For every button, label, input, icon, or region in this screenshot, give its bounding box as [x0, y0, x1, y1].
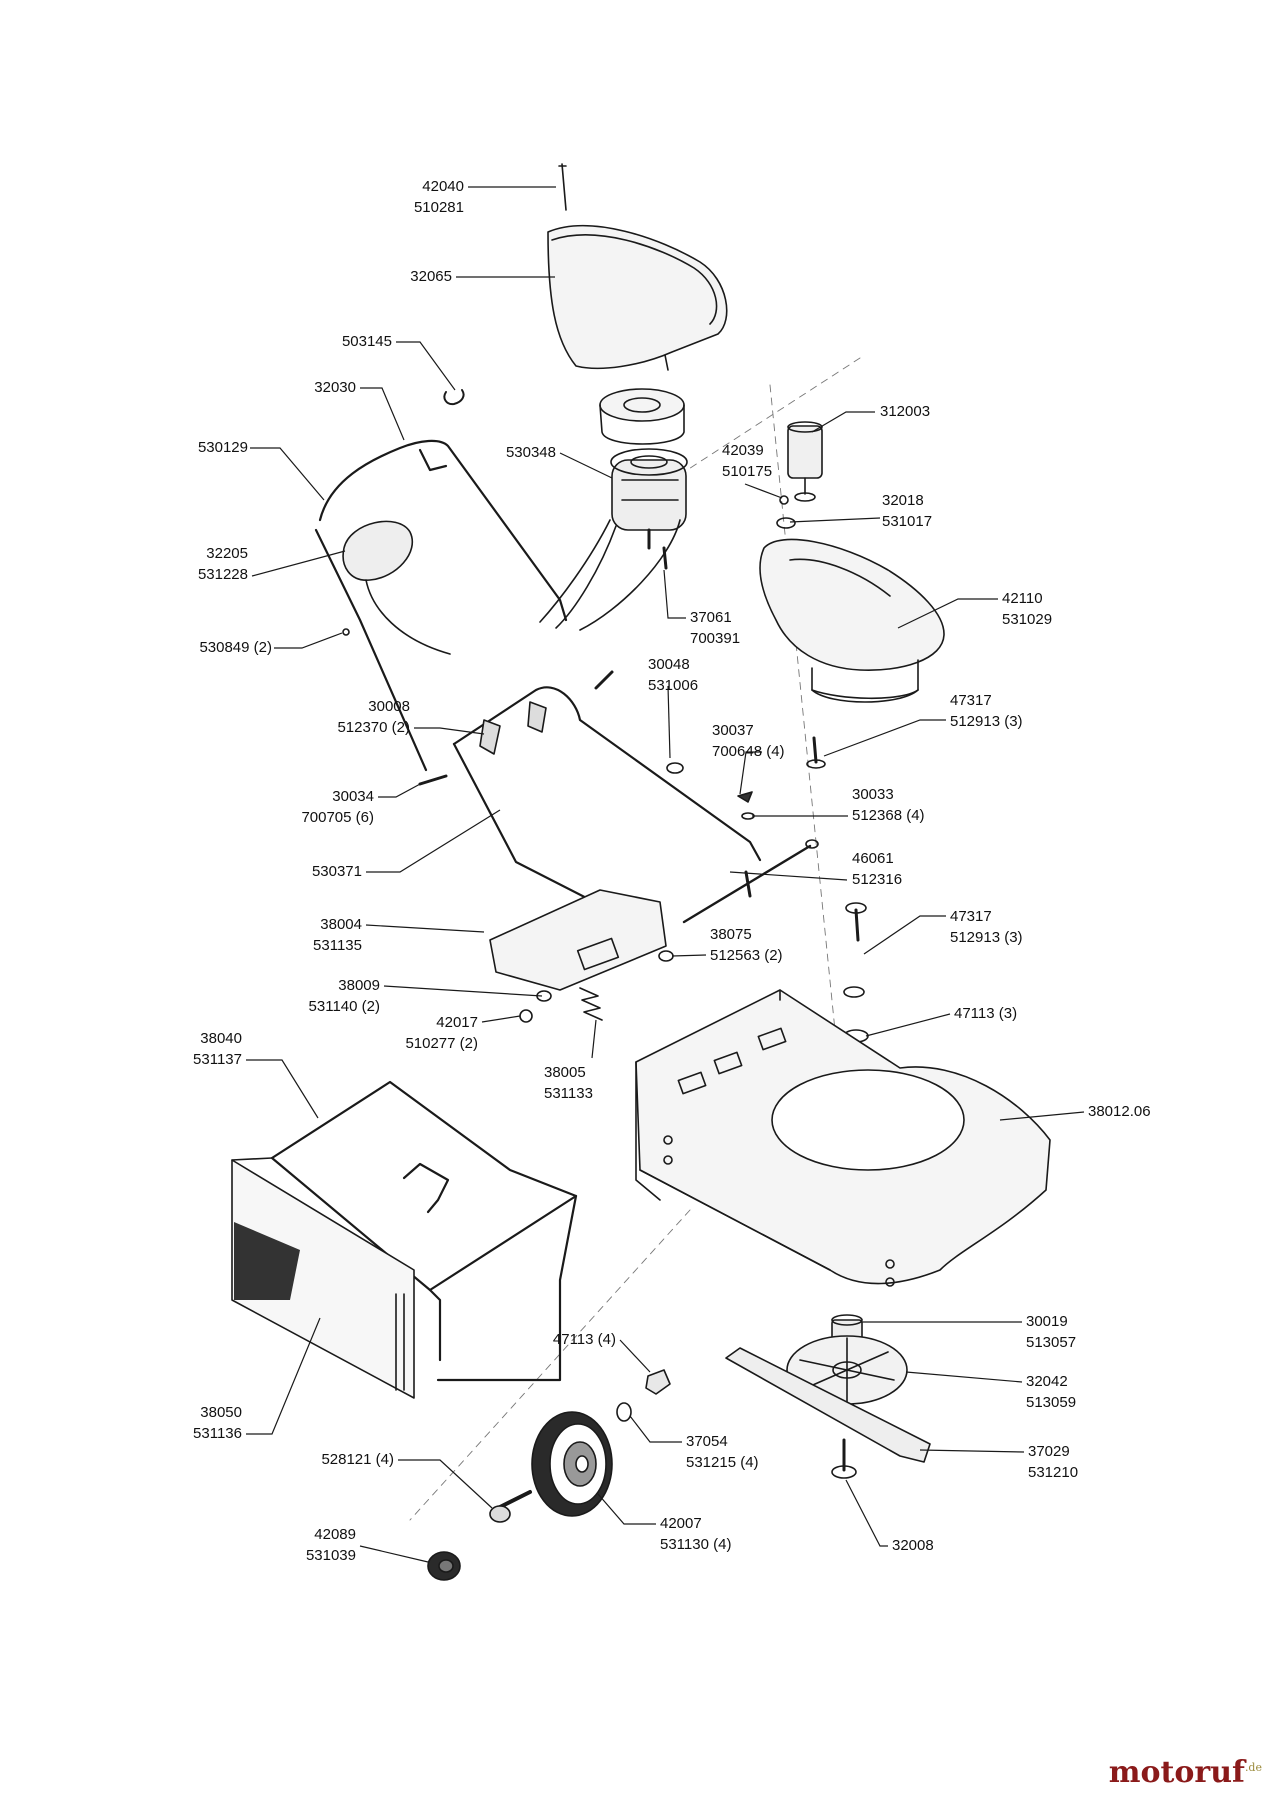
screw-part: [558, 163, 567, 211]
blade-bolt-part: [831, 1438, 857, 1479]
fan-ring-part: [599, 388, 685, 445]
label-530348: 530348: [505, 444, 556, 461]
bolt-part: [594, 670, 684, 774]
wheel-cap-part: [427, 1551, 461, 1581]
small-screw-part: [779, 495, 789, 505]
label-32008: 32008: [892, 1537, 934, 1554]
leader-lines: [246, 186, 1085, 1563]
pin-part: [658, 950, 674, 962]
nut-part: [776, 517, 796, 529]
label-312003: 312003: [880, 403, 931, 420]
switch-box-part: [342, 520, 451, 655]
capacitor-part: [787, 421, 823, 502]
motor-bolt-part: [662, 546, 668, 570]
grass-bag-part: [231, 1157, 415, 1399]
deck-part: [635, 989, 1051, 1287]
blade-part: [725, 1347, 931, 1463]
label-530371: 530371: [311, 863, 362, 880]
cap-42017-part: [519, 1009, 533, 1023]
label-528121: 528121 (4): [321, 1451, 394, 1468]
label-503145: 503145: [341, 333, 392, 350]
wheel-nut-part: [645, 1369, 671, 1395]
motor-housing-part: [759, 538, 945, 703]
motor-part: [539, 448, 688, 631]
label-32030: 32030: [314, 379, 356, 396]
wheel-bolt-part: [489, 1490, 532, 1523]
upper-handle-part: [314, 439, 568, 772]
wheel-part: [531, 1411, 613, 1517]
knob-part: [479, 701, 547, 755]
axle-part: [682, 839, 819, 924]
label-47113-4: 47113 (4): [552, 1331, 616, 1348]
label-47113-3: 47113 (3): [954, 1005, 1018, 1022]
spring-part: [579, 987, 603, 1021]
cable-clip-part: [342, 628, 350, 636]
washer-37054-part: [616, 1402, 632, 1422]
side-bolt-part: [418, 774, 448, 786]
clip-part: [443, 389, 465, 406]
label-530849: 530849 (2): [199, 639, 272, 656]
label-530129: 530129: [197, 439, 248, 456]
screw-30037-part: [737, 791, 753, 803]
watermark-logo: motoruf.de: [1108, 1755, 1262, 1790]
housing-screw-part: [806, 736, 867, 942]
flap-part: [489, 889, 667, 991]
label-32065: 32065: [410, 268, 452, 285]
motor-cover-part: [547, 224, 728, 371]
label-38012-06: 38012.06: [1088, 1103, 1151, 1120]
